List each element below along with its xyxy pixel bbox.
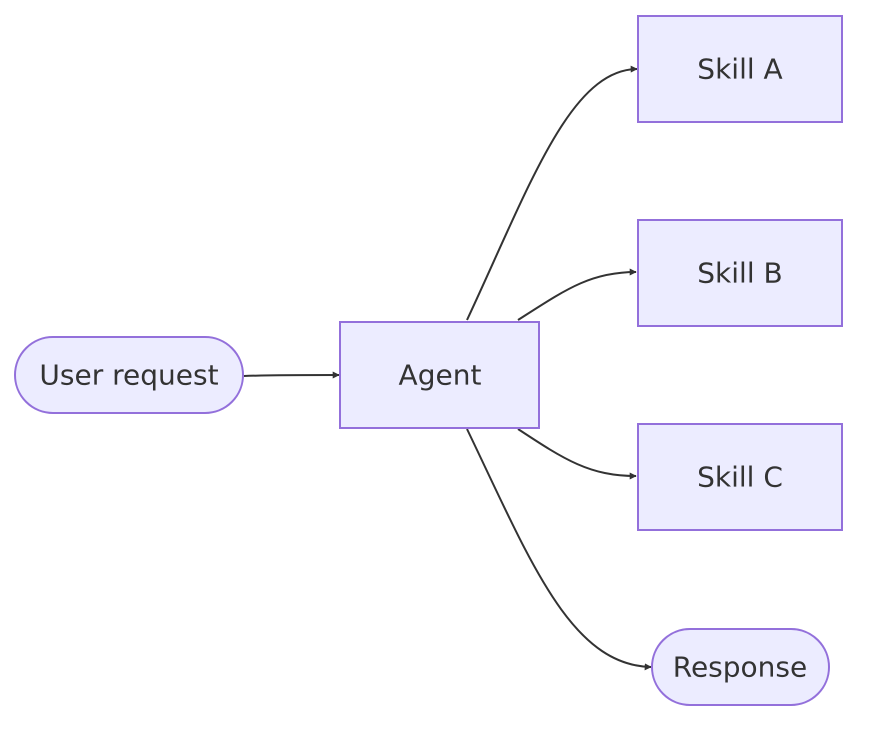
skill-c-label: Skill C (697, 461, 783, 494)
edge-agent-to-skill-c (517, 428, 637, 480)
edge-user-request-to-agent (243, 371, 340, 379)
node-skill-b: Skill B (637, 219, 843, 327)
skill-a-label: Skill A (697, 53, 782, 86)
edge-agent-to-response (466, 428, 652, 671)
node-skill-a: Skill A (637, 15, 843, 123)
agent-label: Agent (399, 359, 482, 392)
user-request-shape (14, 336, 244, 414)
agent-shape (339, 321, 540, 429)
user-request-label: User request (39, 359, 218, 392)
node-skill-c: Skill C (637, 423, 843, 531)
edge-agent-to-skill-b (517, 268, 637, 321)
skill-a-shape (637, 15, 843, 123)
node-response: Response (651, 628, 830, 706)
response-shape (651, 628, 830, 706)
edges (243, 65, 652, 671)
node-agent: Agent (339, 321, 540, 429)
skill-b-label: Skill B (697, 257, 782, 290)
response-label: Response (673, 651, 807, 684)
edge-agent-to-skill-a (466, 65, 638, 321)
skill-b-shape (637, 219, 843, 327)
skill-c-shape (637, 423, 843, 531)
node-user-request: User request (14, 336, 244, 414)
